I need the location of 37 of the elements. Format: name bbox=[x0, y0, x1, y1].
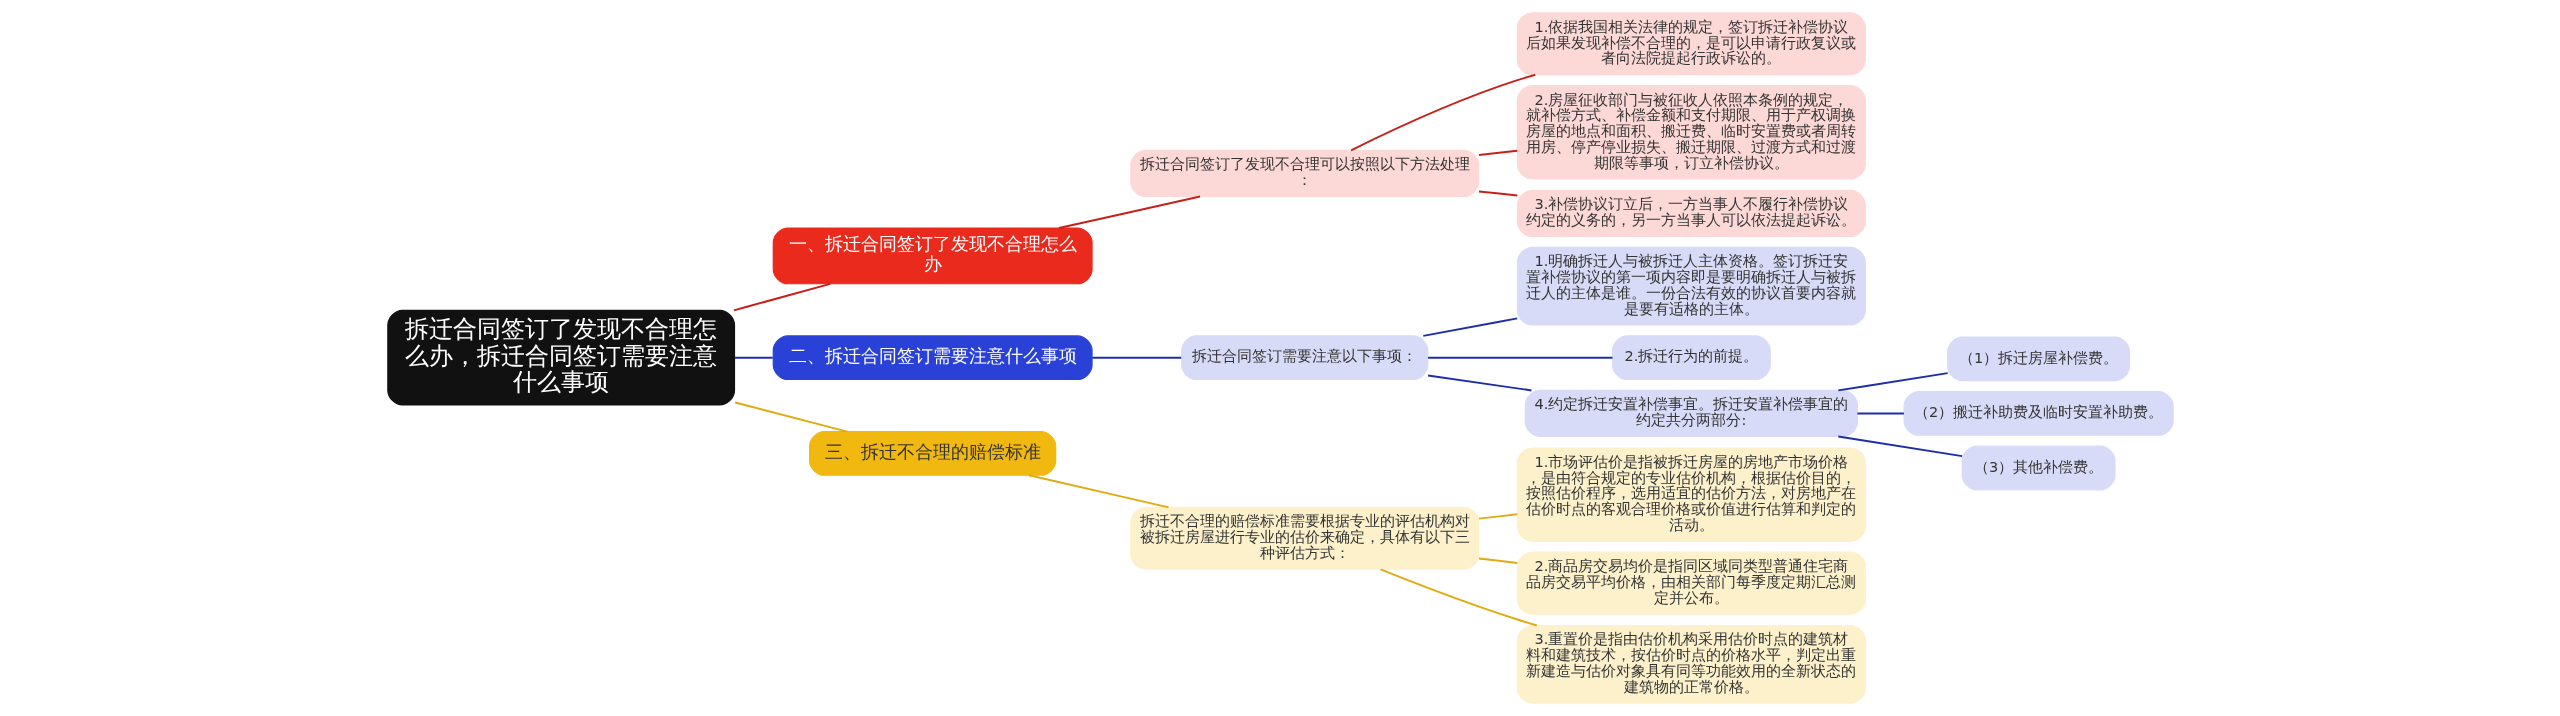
connector bbox=[1836, 435, 1963, 458]
connector bbox=[1421, 317, 1518, 337]
node-box: 2.拆迁行为的前提。 bbox=[1611, 335, 1771, 381]
connector bbox=[732, 282, 831, 312]
connector bbox=[1477, 513, 1518, 520]
node-box: 2.商品房交易均价是指同区域同类型普通住宅商品房交易平均价格，由相关部门每季度定期汇总测定并公布。 bbox=[1516, 551, 1866, 615]
node-box: 1.明确拆迁人与被拆迁人主体资格。签订拆迁安置补偿协议的第一项内容即是要明确拆迁人与被拆迁人的主体是谁。一份合法有效的协议首要内容就是要有适格的主体。 bbox=[1516, 246, 1866, 326]
node-box: 2.房屋征收部门与被征收人依照本条例的规定，就补偿方式、补偿金额和支付期限、用于产权调换房屋的地点和面积、搬迁费、临时安置费或者周转用房、停产停业损失、搬迁期限、过渡方式和过渡期限等事项，订立补偿协议。 bbox=[1516, 85, 1866, 180]
node-box: 拆迁合同签订了发现不合理怎么办，拆迁合同签订需要注意什么事项 bbox=[386, 309, 735, 406]
connector bbox=[1090, 356, 1182, 359]
connector bbox=[1855, 412, 1905, 415]
connector bbox=[1477, 190, 1518, 197]
connector bbox=[1836, 372, 1949, 392]
node-box: 一、拆迁合同签订了发现不合理怎么办 bbox=[772, 227, 1093, 285]
node-box: 拆迁合同签订了发现不合理可以按照以下方法处理： bbox=[1129, 149, 1479, 198]
node-box: 1.市场评估价是指被拆迁房屋的房地产市场价格，是由符合规定的专业估价机构，根据估价目的，按照估价程序，选用适宜的估价方法，对房地产在估价时点的客观合理价格或价值进行估算和判定的活动。 bbox=[1516, 447, 1866, 542]
node-box: 3.重置价是指由估价机构采用估价时点的建筑材料和建筑技术，按估价时点的价格水平，判定出重新建造与估价对象具有同等功能效用的全新状态的建筑物的正常价格。 bbox=[1516, 624, 1866, 704]
node-box: （1）拆迁房屋补偿费。 bbox=[1946, 336, 2130, 382]
connector bbox=[1426, 374, 1532, 392]
node-box: 三、拆迁不合理的赔偿标准 bbox=[808, 431, 1056, 476]
node-box: 拆迁不合理的赔偿标准需要根据专业的评估机构对被拆迁房屋进行专业的估价来确定，具体有以下三种评估方式： bbox=[1129, 506, 1479, 570]
node-box: （3）其他补偿费。 bbox=[1961, 445, 2116, 491]
node-box: 二、拆迁合同签订需要注意什么事项 bbox=[772, 335, 1093, 381]
connector bbox=[1027, 474, 1170, 509]
node-box: 拆迁合同签订需要注意以下事项： bbox=[1180, 335, 1428, 381]
node-box: 3.补偿协议订立后，一方当事人不履行补偿协议约定的义务的，另一方当事人可以依法提起诉讼。 bbox=[1516, 189, 1866, 238]
node-box: 1.依据我国相关法律的规定，签订拆迁补偿协议后如果发现补偿不合理的，是可以申请行政复议或者向法院提起行政诉讼的。 bbox=[1516, 12, 1866, 76]
connector bbox=[1379, 568, 1538, 627]
connector bbox=[1057, 195, 1201, 229]
node-box: 4.约定拆迁安置补偿事宜。拆迁安置补偿事宜的约定共分两部分: bbox=[1524, 389, 1858, 438]
connector bbox=[1426, 356, 1613, 359]
connector bbox=[1477, 149, 1518, 156]
connector bbox=[1477, 557, 1518, 564]
connector bbox=[733, 401, 848, 433]
connector bbox=[733, 356, 774, 359]
node-box: （2）搬迁补助费及临时安置补助费。 bbox=[1902, 391, 2174, 436]
connector bbox=[1349, 73, 1536, 152]
